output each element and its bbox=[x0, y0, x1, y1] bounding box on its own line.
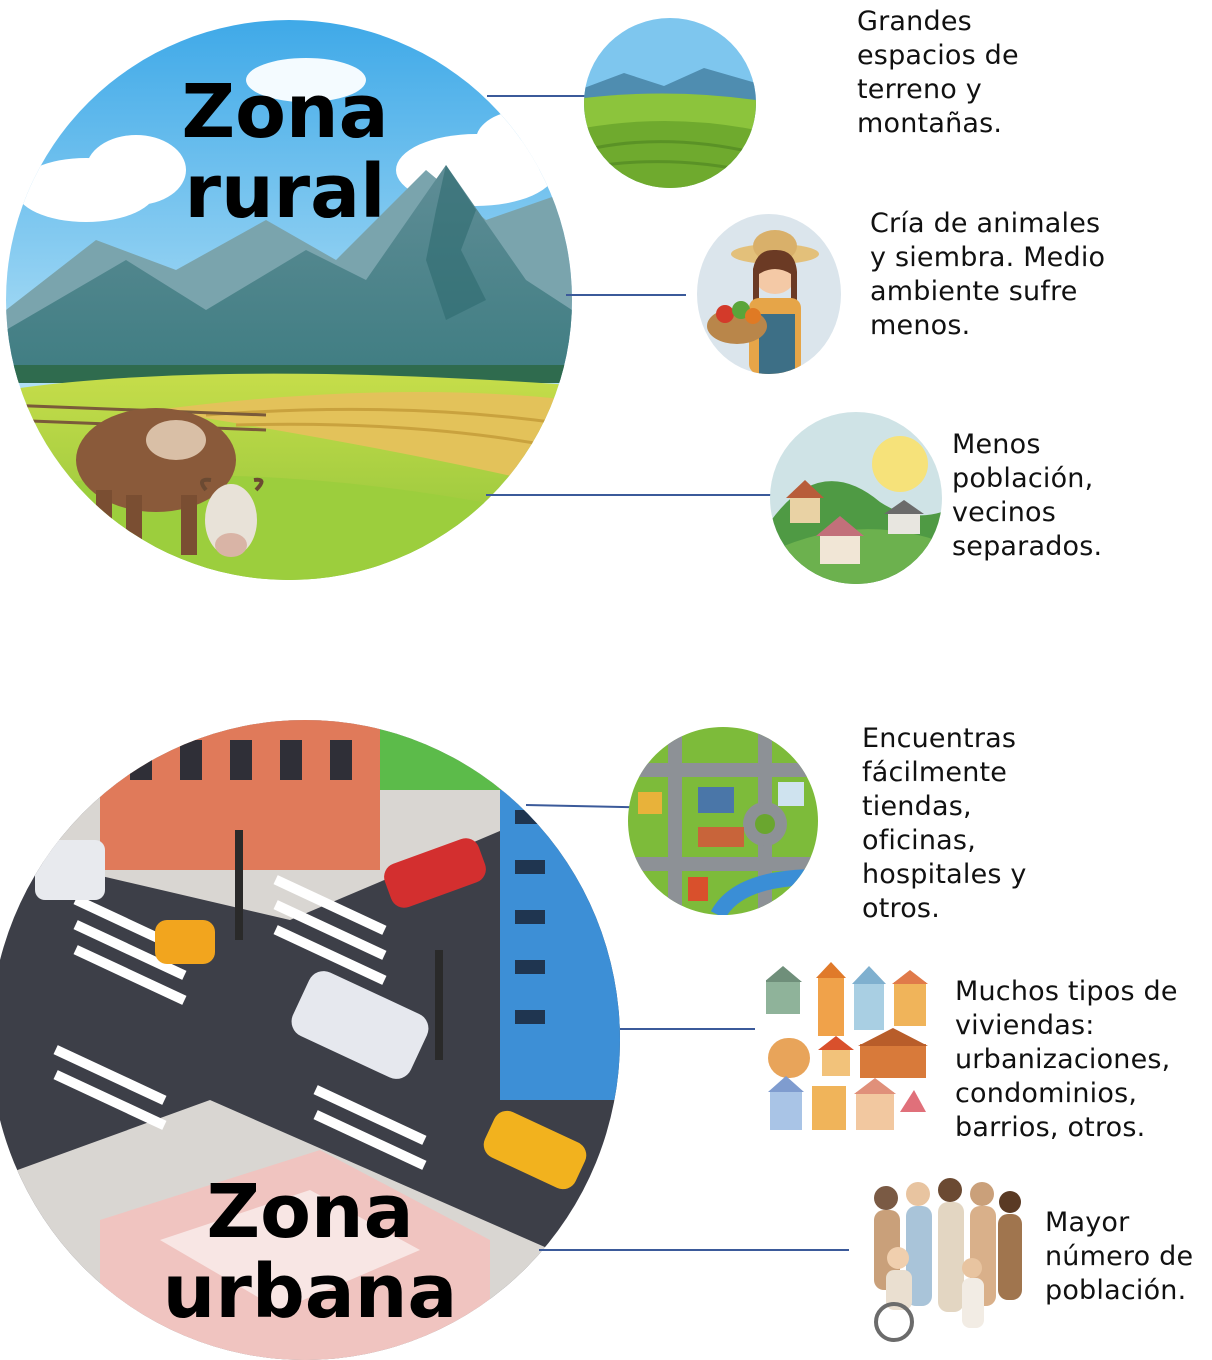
rural-title-line2: rural bbox=[184, 149, 386, 235]
rural-title: Zona rural bbox=[150, 72, 420, 232]
urban-title: Zona urbana bbox=[150, 1172, 470, 1332]
farmer-icon bbox=[697, 214, 841, 374]
connector-line bbox=[539, 1249, 849, 1251]
rural-title-line1: Zona bbox=[181, 69, 389, 155]
connector-line bbox=[566, 294, 686, 296]
rural-item-2-text: Cría de animales y siembra. Medio ambien… bbox=[870, 208, 1106, 341]
connector-line bbox=[525, 804, 634, 809]
landscape-icon bbox=[584, 18, 756, 188]
urban-item-3-text: Mayor número de población. bbox=[1045, 1207, 1194, 1306]
people-icon bbox=[846, 1172, 1030, 1344]
city-map-icon bbox=[628, 727, 818, 915]
rural-item-1-text: Grandes espacios de terreno y montañas. bbox=[857, 6, 1019, 139]
urban-title-line2: urbana bbox=[162, 1249, 458, 1335]
urban-item-2-text: Muchos tipos de viviendas: urbanizacione… bbox=[955, 976, 1178, 1143]
connector-line bbox=[620, 1028, 755, 1030]
urban-scene-image bbox=[0, 720, 620, 1360]
village-icon bbox=[770, 412, 942, 584]
connector-line bbox=[486, 494, 772, 496]
urban-item-1-text: Encuentras fácilmente tiendas, oficinas,… bbox=[862, 723, 1027, 924]
rural-scene-image bbox=[6, 20, 572, 580]
urban-title-line1: Zona bbox=[206, 1169, 414, 1255]
rural-item-3-text: Menos población, vecinos separados. bbox=[952, 429, 1103, 562]
houses-icon bbox=[766, 962, 930, 1134]
connector-line bbox=[487, 95, 587, 97]
